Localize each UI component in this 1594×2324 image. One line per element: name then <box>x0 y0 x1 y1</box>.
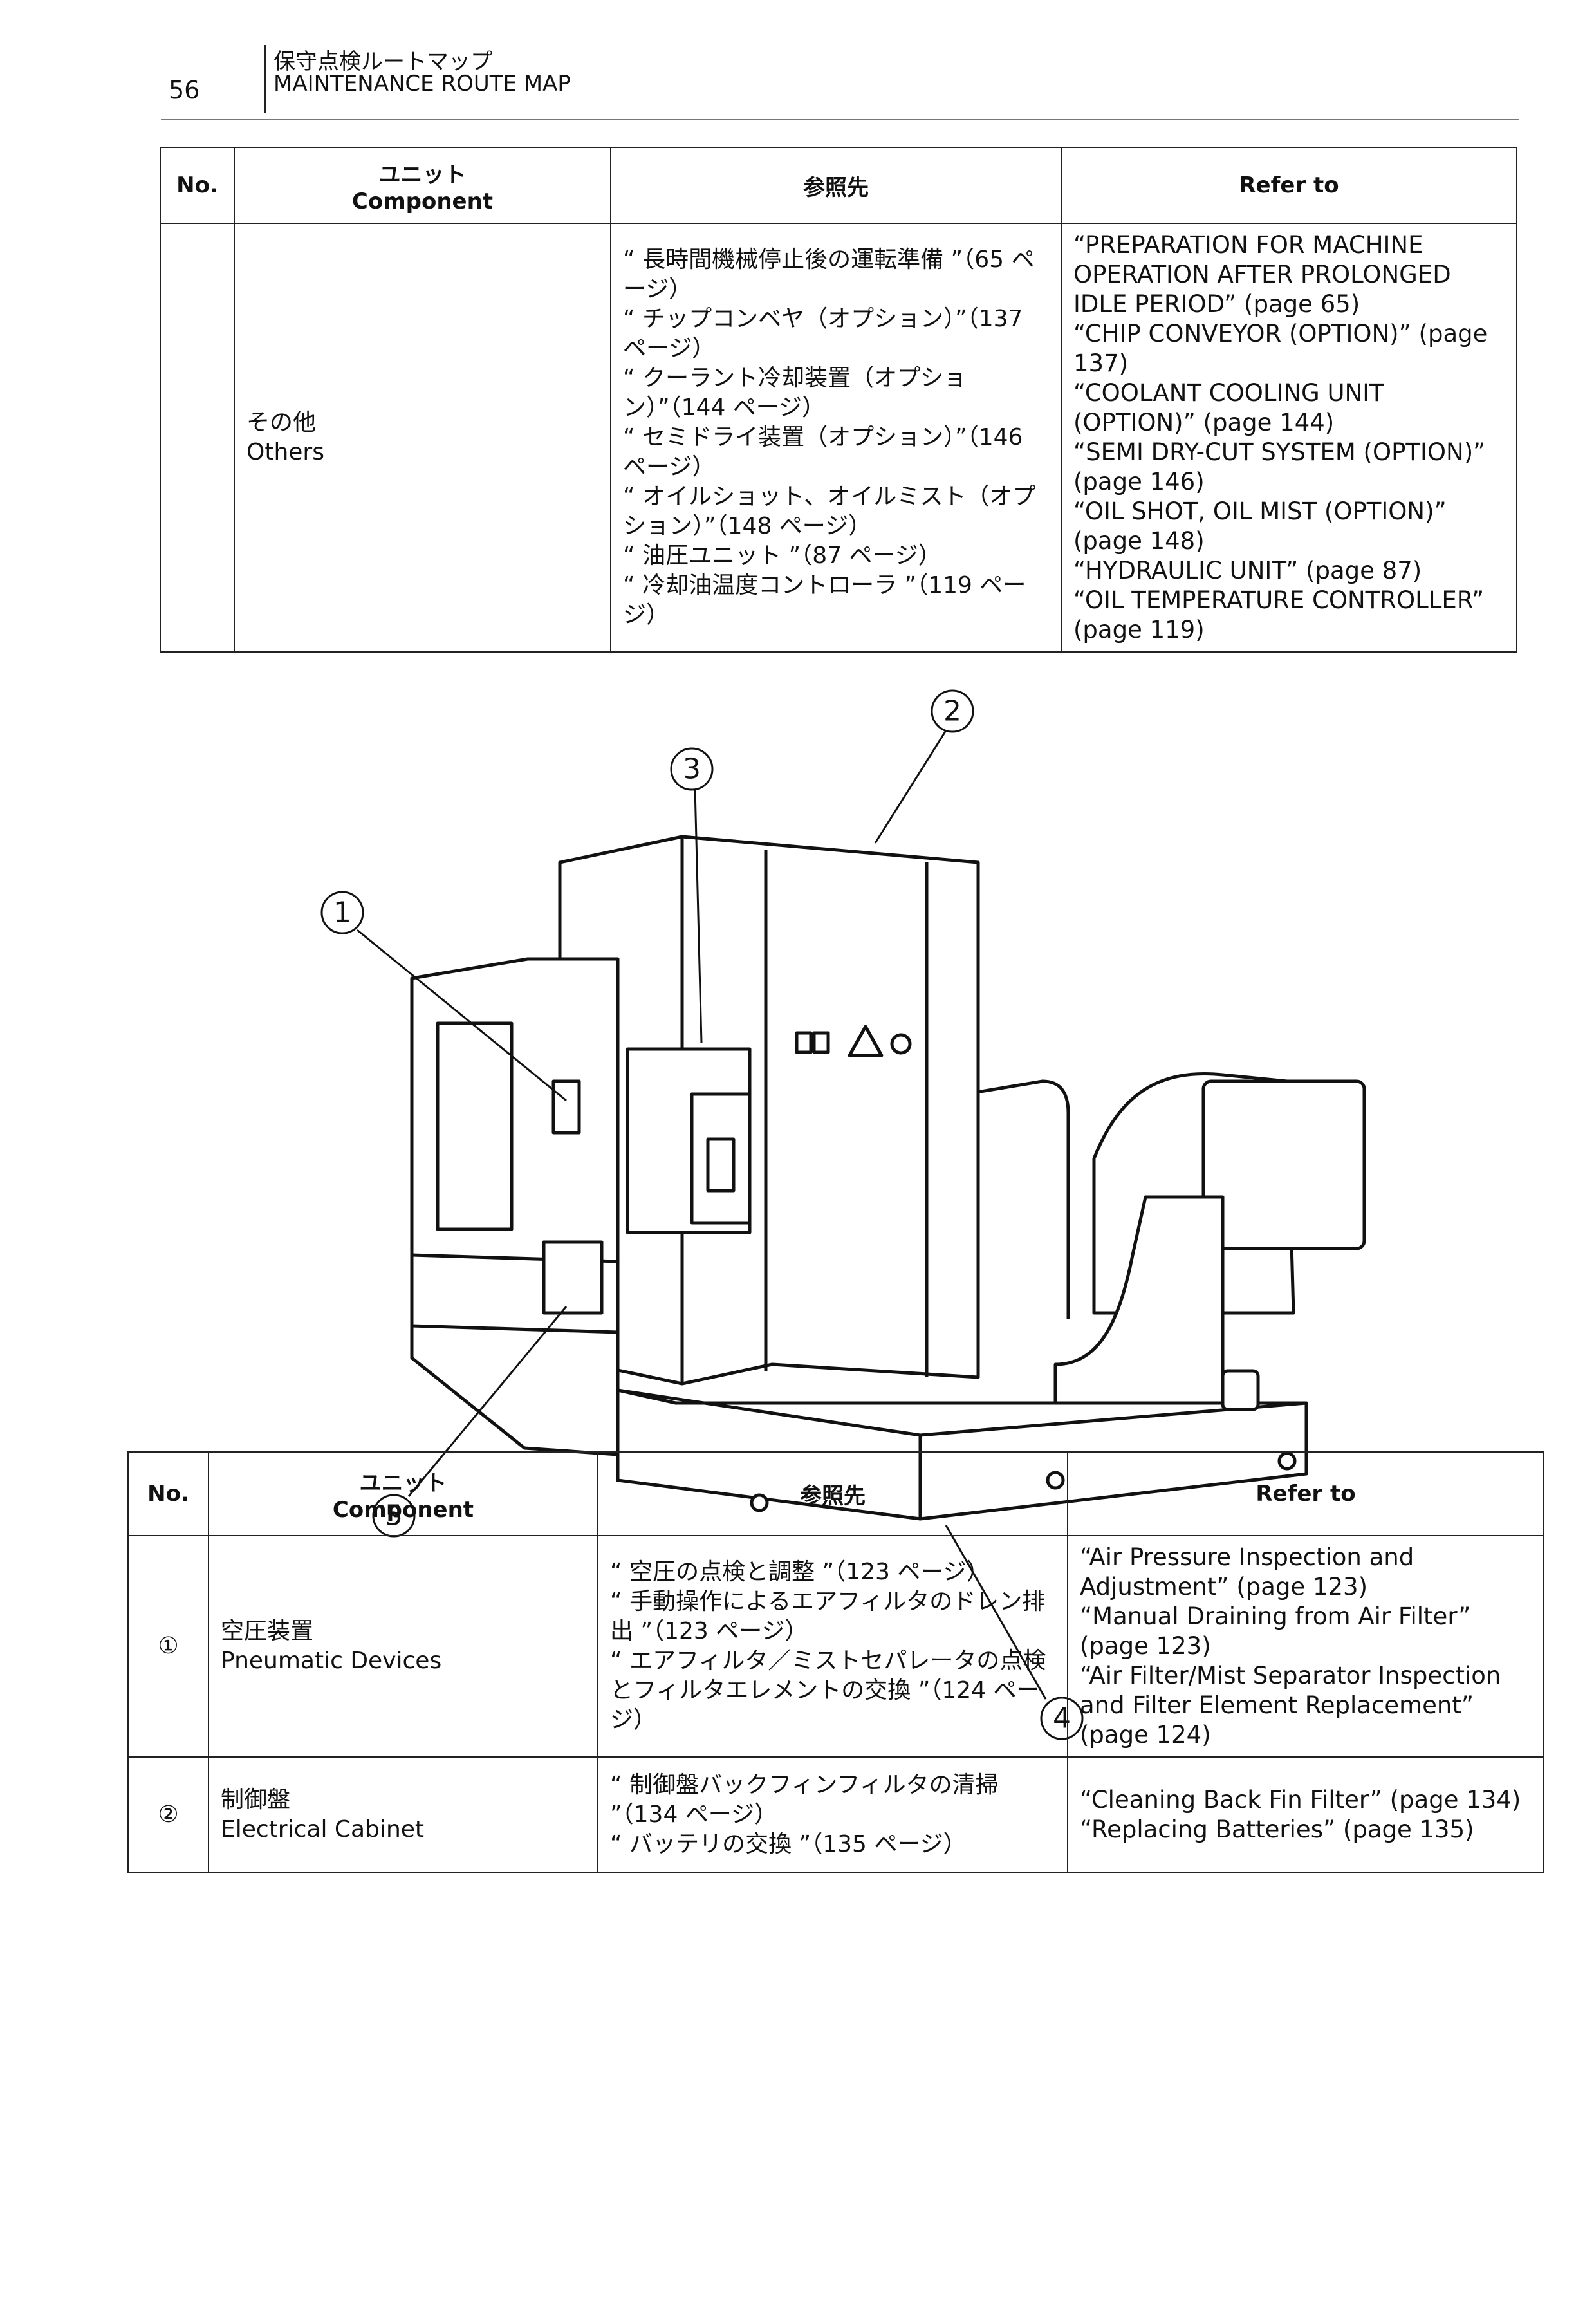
ref-jp-line: “ 冷却油温度コントローラ ”（119 ページ） <box>623 572 1026 628</box>
ref-jp-line: “ セミドライ装置（オプション）”（146 ページ） <box>623 424 1023 480</box>
ref-jp-line: “ エアフィルタ／ミストセパレータの点検とフィルタエレメントの交換 ”（124 … <box>610 1648 1046 1733</box>
row-ref-en: “Cleaning Back Fin Filter” (page 134) “R… <box>1067 1756 1544 1873</box>
callout-3 <box>670 747 714 791</box>
enclosure-window <box>436 1021 514 1231</box>
col-component-jp: ユニット <box>378 162 467 188</box>
col-component: ユニット Component <box>208 1451 598 1536</box>
col-component-en: Component <box>332 1496 474 1523</box>
col-no: No. <box>127 1451 209 1536</box>
col-ref-en: Refer to <box>1061 147 1517 224</box>
table-row: ② 制御盤 Electrical Cabinet “ 制御盤バックフィンフィルタ… <box>127 1756 1544 1873</box>
row-ref-jp: “ 制御盤バックフィンフィルタの清掃 ”（134 ページ） “ バッテリの交換 … <box>597 1756 1068 1873</box>
ref-jp-line: “ 油圧ユニット ”（87 ページ） <box>623 543 941 569</box>
ref-en-line: “Air Filter/Mist Separator Inspection an… <box>1080 1662 1501 1749</box>
callout-1-label: 1 <box>333 897 351 929</box>
page-number: 56 <box>169 76 200 104</box>
row-ref-en: “Air Pressure Inspection and Adjustment”… <box>1067 1535 1544 1758</box>
ref-jp-line: “ 手動操作によるエアフィルタのドレン排出 ”（123 ページ） <box>610 1588 1046 1644</box>
row-ref-en: “PREPARATION FOR MACHINE OPERATION AFTER… <box>1061 223 1517 653</box>
ref-en-line: “SEMI DRY-CUT SYSTEM (OPTION)” (page 146… <box>1073 438 1486 496</box>
callout-2-label: 2 <box>943 695 961 728</box>
ref-jp-line: “ クーラント冷却装置（オプション）”（144 ページ） <box>623 365 967 421</box>
row-no <box>160 223 235 653</box>
maintenance-table-bottom: No. ユニット Component 参照先 Refer to ① 空圧装置 P… <box>127 1451 1544 1873</box>
row-component-jp: 空圧装置 <box>221 1618 314 1644</box>
ref-en-line: “OIL SHOT, OIL MIST (OPTION)” (page 148) <box>1073 497 1447 555</box>
callout-1 <box>320 891 364 934</box>
row-component-jp: 制御盤 <box>221 1787 291 1813</box>
ref-jp-line: “ 制御盤バックフィンフィルタの清掃 ”（134 ページ） <box>610 1772 999 1828</box>
row-no: ① <box>127 1535 209 1758</box>
ref-en-line: “COOLANT COOLING UNIT (OPTION)” (page 14… <box>1073 379 1384 436</box>
ref-jp-line: “ チップコンベヤ（オプション）”（137 ページ） <box>623 306 1023 362</box>
ref-en-line: “Cleaning Back Fin Filter” (page 134) <box>1080 1786 1521 1814</box>
page-title-en: MAINTENANCE ROUTE MAP <box>273 71 571 97</box>
ref-jp-line: “ バッテリの交換 ”（135 ページ） <box>610 1831 967 1857</box>
conveyor-guard <box>965 1079 1070 1319</box>
conveyor-ramp <box>1053 1195 1225 1418</box>
header-divider <box>264 45 266 113</box>
row-ref-jp: “ 空圧の点検と調整 ”（123 ページ） “ 手動操作によるエアフィルタのドレ… <box>597 1535 1068 1758</box>
callout-2 <box>931 689 974 733</box>
ref-en-line: “HYDRAULIC UNIT” (page 87) <box>1073 557 1422 584</box>
ref-en-line: “PREPARATION FOR MACHINE OPERATION AFTER… <box>1073 231 1451 318</box>
col-component: ユニット Component <box>234 147 611 224</box>
col-ref-jp: 参照先 <box>597 1451 1068 1536</box>
warning-triangle-icon <box>848 1025 884 1057</box>
page-title-jp: 保守点検ルートマップ <box>273 49 492 75</box>
row-component: 制御盤 Electrical Cabinet <box>208 1756 598 1873</box>
row-component-en: Electrical Cabinet <box>221 1816 425 1843</box>
col-component-jp: ユニット <box>359 1470 447 1496</box>
oil-unit <box>542 1240 604 1315</box>
row-component: 空圧装置 Pneumatic Devices <box>208 1535 598 1758</box>
ref-jp-line: “ 長時間機械停止後の運転準備 ”（65 ページ） <box>623 246 1035 302</box>
header-rule <box>161 119 1519 120</box>
col-component-en: Component <box>351 188 494 214</box>
main-column <box>558 835 980 1386</box>
ref-jp-line: “ 空圧の点検と調整 ”（123 ページ） <box>610 1559 990 1585</box>
table-header-row: No. ユニット Component 参照先 Refer to <box>160 147 1517 224</box>
ref-en-line: “Air Pressure Inspection and Adjustment”… <box>1080 1543 1414 1601</box>
table-header-row: No. ユニット Component 参照先 Refer to <box>127 1451 1544 1536</box>
ref-en-line: “OIL TEMPERATURE CONTROLLER” (page 119) <box>1073 586 1485 644</box>
maintenance-table-top: No. ユニット Component 参照先 Refer to その他 Othe… <box>160 147 1517 653</box>
conveyor-hood <box>1201 1079 1366 1250</box>
row-component: その他 Others <box>234 223 611 653</box>
row-component-en: Pneumatic Devices <box>221 1648 442 1674</box>
row-no: ② <box>127 1756 209 1873</box>
table-row: その他 Others “ 長時間機械停止後の運転準備 ”（65 ページ） “ チ… <box>160 223 1517 653</box>
table-row: ① 空圧装置 Pneumatic Devices “ 空圧の点検と調整 ”（12… <box>127 1535 1544 1758</box>
col-ref-en: Refer to <box>1067 1451 1544 1536</box>
callout-3-label: 3 <box>683 753 701 786</box>
row-component-jp: その他 <box>246 409 317 436</box>
pneumatic-unit <box>551 1079 581 1135</box>
col-ref-jp: 参照先 <box>610 147 1062 224</box>
ref-en-line: “Replacing Batteries” (page 135) <box>1080 1816 1474 1843</box>
row-ref-jp: “ 長時間機械停止後の運転準備 ”（65 ページ） “ チップコンベヤ（オプショ… <box>610 223 1062 653</box>
col-no: No. <box>160 147 235 224</box>
ref-en-line: “CHIP CONVEYOR (OPTION)” (page 137) <box>1073 320 1488 377</box>
ref-jp-line: “ オイルショット、オイルミスト（オプション）”（148 ページ） <box>623 483 1036 539</box>
row-component-en: Others <box>246 439 324 465</box>
ref-en-line: “Manual Draining from Air Filter” (page … <box>1080 1603 1471 1660</box>
